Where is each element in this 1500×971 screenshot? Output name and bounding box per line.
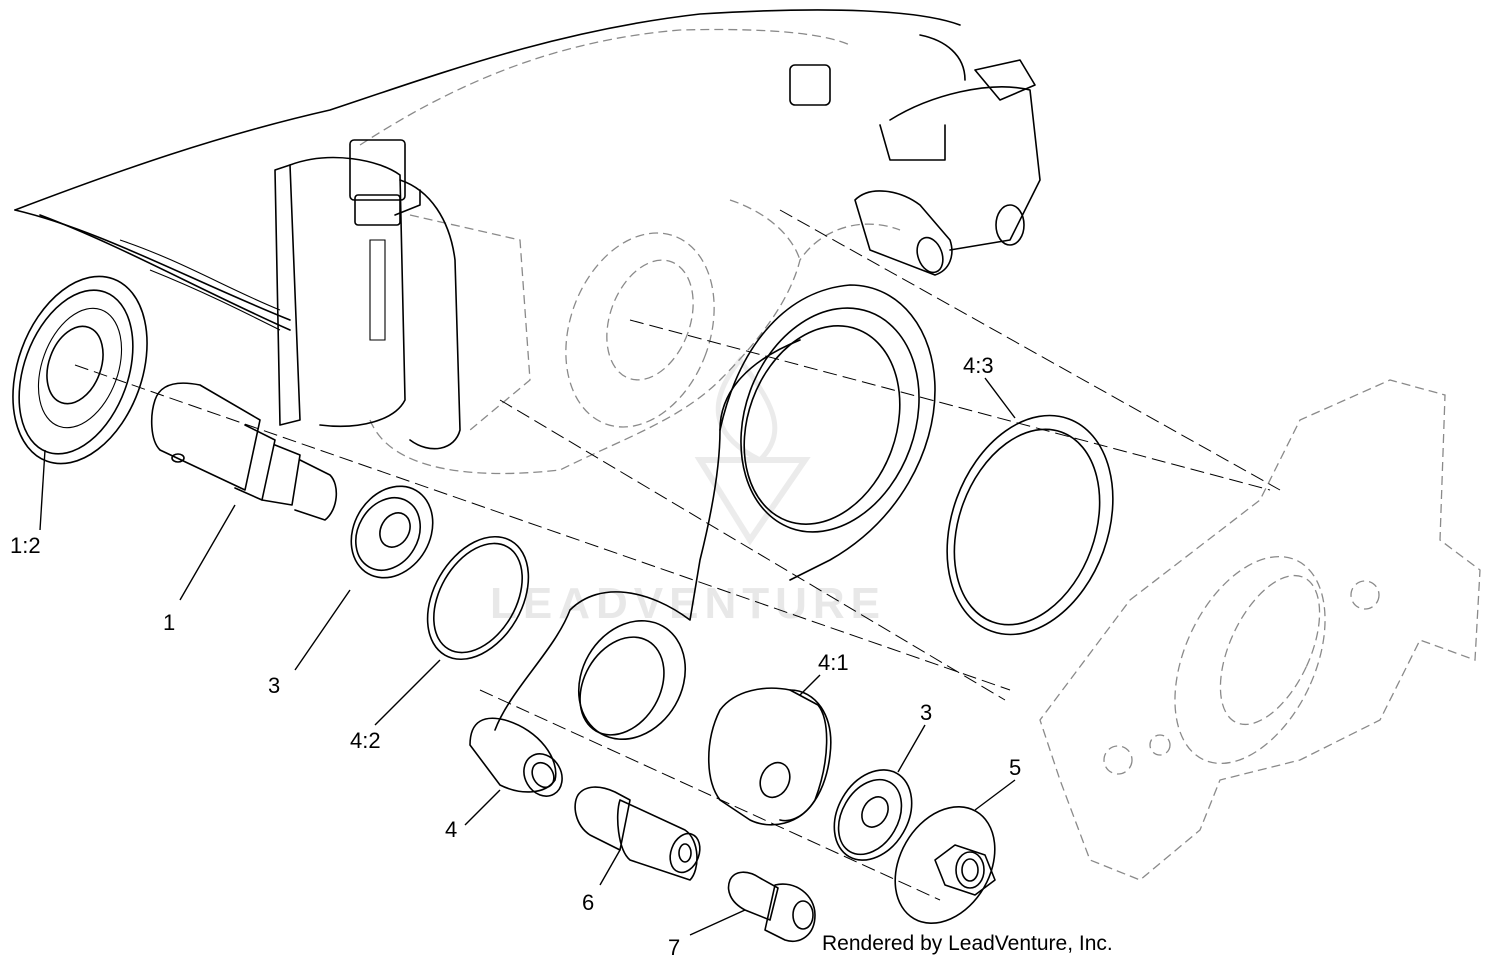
callout-4-1: 4:1 xyxy=(818,650,849,675)
render-credit: Rendered by LeadVenture, Inc. xyxy=(822,932,1113,955)
callout-6: 6 xyxy=(582,890,594,915)
part-spacer-6 xyxy=(574,786,701,881)
part-washer-3-right xyxy=(833,769,913,861)
callout-5: 5 xyxy=(1009,755,1021,780)
callout-4-3: 4:3 xyxy=(963,353,994,378)
callout-3-left: 3 xyxy=(268,673,280,698)
watermark-logo xyxy=(694,355,811,546)
callout-4: 4 xyxy=(445,817,457,842)
part-bushing-4-1 xyxy=(707,687,832,826)
leader-lines xyxy=(39,377,1016,936)
part-oring-4-2 xyxy=(426,535,530,661)
ghost-housing xyxy=(359,28,901,475)
callout-3-right: 3 xyxy=(920,700,932,725)
callout-1-2: 1:2 xyxy=(10,533,41,558)
deck-housing xyxy=(14,9,1041,450)
callout-labels: 1:2 1 3 4:2 4 6 7 4:1 3 5 4:3 xyxy=(10,353,1021,960)
part-bearing-seal-1-2 xyxy=(12,275,148,465)
callout-4-2: 4:2 xyxy=(350,728,381,753)
part-bolt-7 xyxy=(727,871,816,942)
part-shaft-1 xyxy=(150,382,338,521)
watermark-text: LEADVENTURE xyxy=(490,579,886,628)
callout-7: 7 xyxy=(668,935,680,960)
part-washer-3-left xyxy=(350,485,434,579)
part-ring-4-3 xyxy=(946,414,1114,636)
ghost-bracket xyxy=(1039,379,1481,881)
callout-1: 1 xyxy=(163,610,175,635)
part-flange-nut-5 xyxy=(894,805,996,925)
part-arm-4 xyxy=(469,284,936,797)
explosion-axes xyxy=(74,209,1281,901)
